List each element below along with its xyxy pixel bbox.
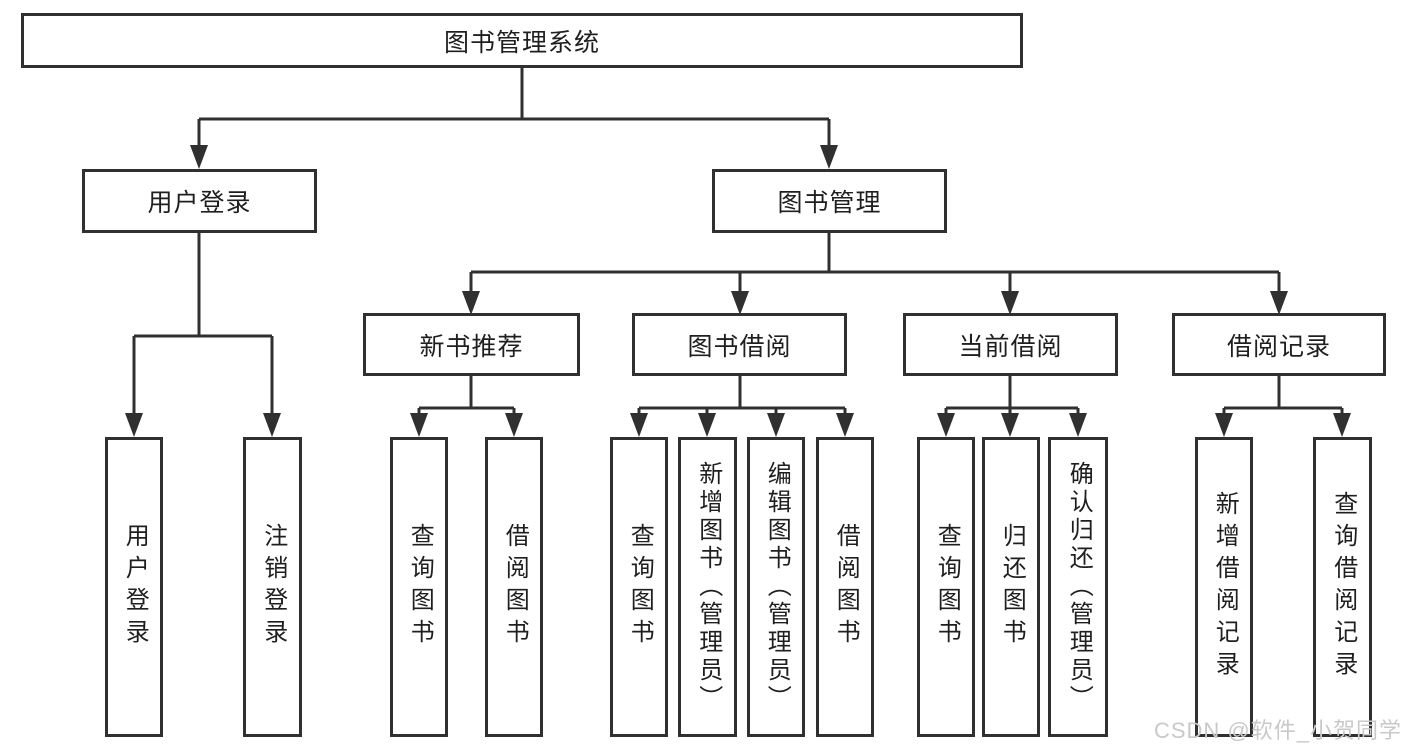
arrow-down-icon xyxy=(1270,291,1288,315)
node-label: 新书推荐 xyxy=(419,332,524,361)
leaf-records-add-borrow-record: 新增借阅记录 xyxy=(1195,437,1253,737)
node-label: 图书借阅 xyxy=(687,332,792,361)
leaf-records-query-borrow-record: 查询借阅记录 xyxy=(1313,437,1372,737)
node-label: 借阅图书 xyxy=(832,523,860,651)
node-label: 确认归还（管理员） xyxy=(1065,461,1093,713)
node-label: 查询图书 xyxy=(406,523,434,651)
arrow-down-icon xyxy=(1333,413,1351,437)
leaf-newbook-borrow-books: 借阅图书 xyxy=(485,437,543,737)
arrow-down-icon xyxy=(767,413,785,437)
node-label: 新增图书（管理员） xyxy=(694,461,722,713)
node-label: 图书管理系统 xyxy=(443,28,600,57)
node-label: 归还图书 xyxy=(998,523,1026,651)
node-label: 查询借阅记录 xyxy=(1329,491,1357,683)
arrow-down-icon xyxy=(731,291,749,315)
leaf-current-query-books: 查询图书 xyxy=(917,437,975,737)
node-label: 查询图书 xyxy=(933,523,961,651)
arrow-down-icon xyxy=(410,413,428,437)
arrow-down-icon xyxy=(698,413,716,437)
arrow-down-icon xyxy=(1215,413,1233,437)
arrow-down-icon xyxy=(1001,413,1019,437)
node-borrowing-records: 借阅记录 xyxy=(1172,313,1386,376)
node-label: 当前借阅 xyxy=(958,332,1063,361)
arrow-down-icon xyxy=(820,145,838,169)
node-label: 新增借阅记录 xyxy=(1211,491,1239,683)
node-book-borrowing: 图书借阅 xyxy=(632,313,847,376)
arrow-down-icon xyxy=(630,413,648,437)
node-label: 编辑图书（管理员） xyxy=(763,461,791,713)
node-new-book-recommendation: 新书推荐 xyxy=(363,313,580,376)
arrow-down-icon xyxy=(125,413,143,437)
node-library-system: 图书管理系统 xyxy=(21,13,1023,68)
leaf-current-confirm-return-admin: 确认归还（管理员） xyxy=(1048,437,1108,737)
arrow-down-icon xyxy=(937,413,955,437)
node-label: 借阅记录 xyxy=(1226,332,1331,361)
node-book-management: 图书管理 xyxy=(712,169,947,233)
leaf-borrowing-edit-books-admin: 编辑图书（管理员） xyxy=(747,437,805,737)
leaf-newbook-query-books: 查询图书 xyxy=(390,437,448,737)
leaf-user-login: 用户登录 xyxy=(105,437,163,737)
arrow-down-icon xyxy=(505,413,523,437)
node-label: 图书管理 xyxy=(777,189,882,217)
leaf-borrowing-borrow-books: 借阅图书 xyxy=(816,437,874,737)
arrow-down-icon xyxy=(263,413,281,437)
leaf-current-return-books: 归还图书 xyxy=(982,437,1040,737)
arrow-down-icon xyxy=(190,145,208,169)
node-current-borrowing: 当前借阅 xyxy=(903,313,1118,376)
node-label: 用户登录 xyxy=(147,189,252,217)
node-label: 借阅图书 xyxy=(501,523,529,651)
leaf-logout: 注销登录 xyxy=(243,437,302,737)
leaf-borrowing-add-books-admin: 新增图书（管理员） xyxy=(678,437,737,737)
arrow-down-icon xyxy=(1001,291,1019,315)
arrow-down-icon xyxy=(836,413,854,437)
arrow-down-icon xyxy=(1069,413,1087,437)
node-user-login: 用户登录 xyxy=(82,169,317,233)
node-label: 查询图书 xyxy=(626,523,654,651)
arrow-down-icon xyxy=(462,291,480,315)
leaf-borrowing-query-books: 查询图书 xyxy=(610,437,668,737)
node-label: 用户登录 xyxy=(121,523,149,651)
node-label: 注销登录 xyxy=(259,523,287,651)
